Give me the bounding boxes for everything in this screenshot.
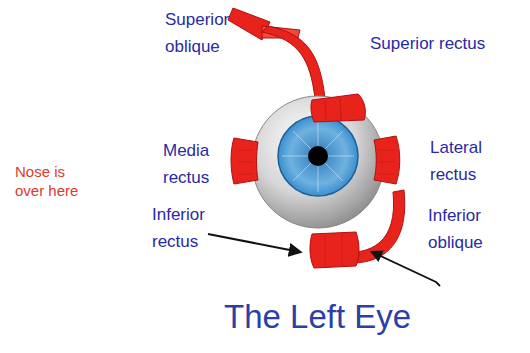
muscle-label: Lateral rectus [430, 134, 510, 188]
iris-fibers [282, 120, 354, 192]
superior-oblique-muscle [228, 8, 325, 98]
leader-arrow [208, 234, 300, 252]
muscle-label: Media rectus [163, 137, 225, 191]
iris [278, 116, 358, 196]
muscle-label: Superior oblique [165, 6, 255, 60]
superior-rectus-muscle [311, 94, 365, 122]
orientation-note: Nose is over here [15, 162, 95, 200]
muscle-label: Inferior oblique [428, 202, 508, 256]
pupil [308, 146, 328, 166]
muscle-label: Superior rectus [370, 30, 520, 57]
inferior-rectus-muscle [310, 232, 359, 268]
medial-rectus-muscle [231, 138, 258, 184]
muscle-fibers [238, 98, 394, 266]
lateral-rectus-muscle [374, 136, 400, 184]
diagram-title: The Left Eye [224, 298, 411, 336]
muscle-label: Inferior rectus [152, 201, 232, 255]
leader-arrow [372, 252, 440, 286]
